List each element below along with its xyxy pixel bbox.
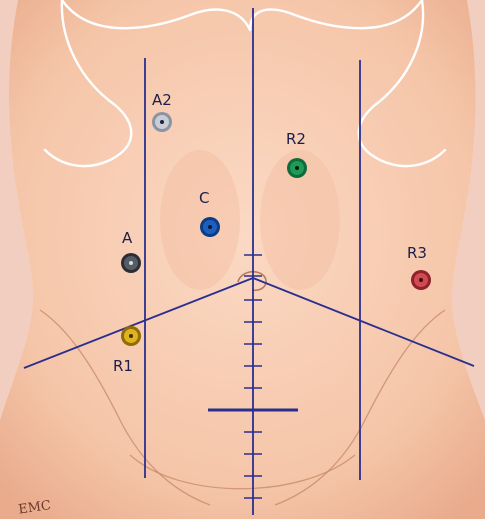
port-c-label: C [199,189,209,207]
port-r1-label: R1 [113,357,133,375]
abdominal-shading-left [160,150,240,290]
port-a2-label: A2 [152,91,172,109]
port-r2-label: R2 [286,130,306,148]
port-r3-label: R3 [407,244,427,262]
port-a-label: A [122,229,133,247]
